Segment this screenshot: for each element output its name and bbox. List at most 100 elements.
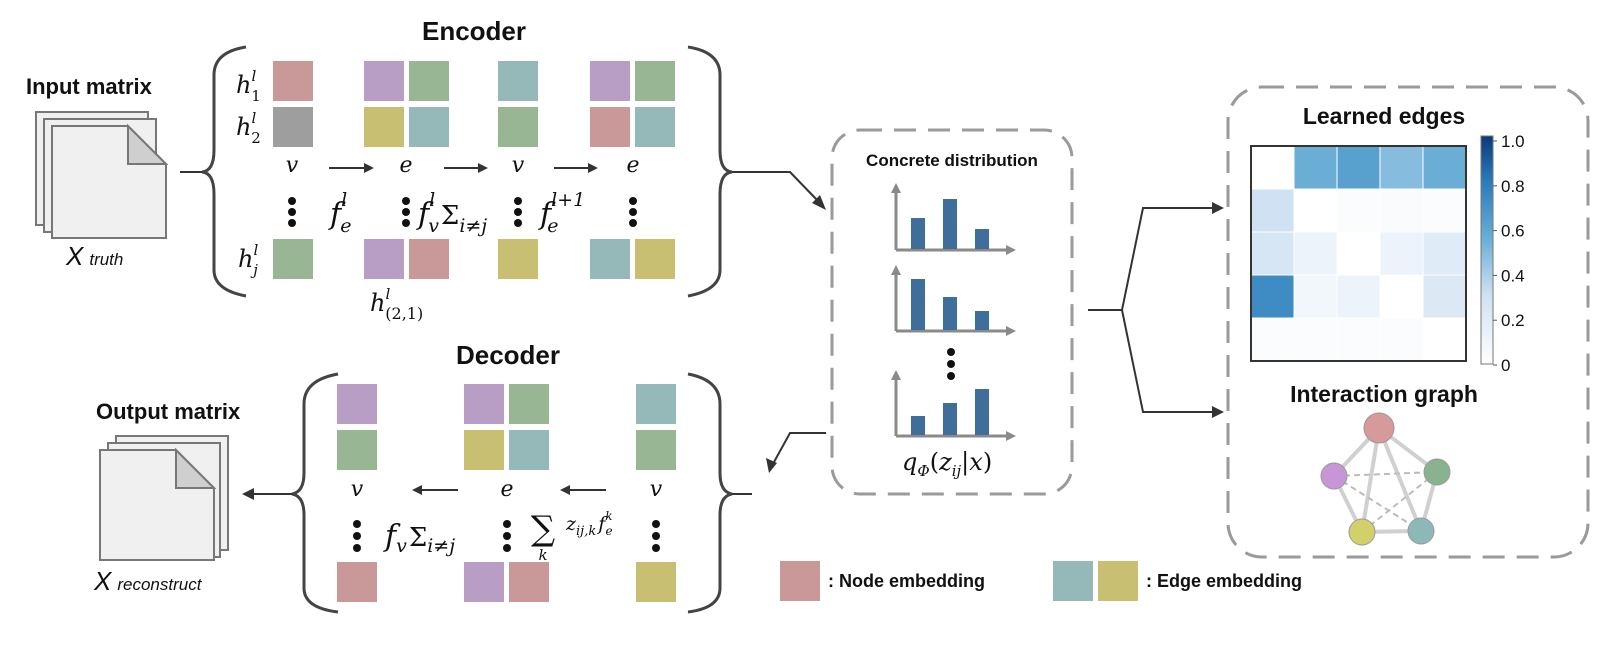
node-embedding bbox=[636, 430, 676, 470]
encoder-e-label: e bbox=[399, 153, 412, 178]
input-matrix-title: Input matrix bbox=[26, 74, 153, 99]
histogram bbox=[891, 265, 1016, 336]
heatmap-cell bbox=[1336, 145, 1381, 190]
heatmap bbox=[1250, 145, 1467, 362]
edge-embedding-right bbox=[409, 107, 449, 147]
edge-embedding-right bbox=[409, 61, 449, 101]
heatmap-cell bbox=[1293, 188, 1338, 233]
edge-embedding-right bbox=[509, 562, 549, 602]
encoder-v-label: v bbox=[512, 153, 525, 178]
heatmap-cell bbox=[1336, 231, 1381, 276]
edge-embedding-left bbox=[364, 239, 404, 279]
concrete-distribution-panel: Concrete distribution bbox=[830, 128, 1074, 496]
encoder-title: Encoder bbox=[422, 16, 526, 46]
node-embedding bbox=[636, 384, 676, 424]
heatmap-cell bbox=[1293, 231, 1338, 276]
decoder-to-output-arrow bbox=[242, 488, 292, 500]
heatmap-cell bbox=[1336, 274, 1381, 319]
edge-embedding-left bbox=[464, 562, 504, 602]
edge-embedding-left bbox=[464, 430, 504, 470]
decoder-flow-arrows bbox=[412, 485, 606, 495]
encoder-right-brace bbox=[687, 45, 733, 298]
edge-embedding-left bbox=[464, 384, 504, 424]
graph-node bbox=[1363, 412, 1395, 444]
heatmap-cell bbox=[1293, 145, 1338, 190]
heatmap-cell bbox=[1379, 145, 1424, 190]
legend-edge-swatch bbox=[1098, 561, 1138, 601]
decoder-ellipsis bbox=[353, 520, 660, 552]
concrete-formula: qΦ(zij|x) bbox=[902, 448, 992, 480]
learned-title: Learned edges bbox=[1303, 103, 1465, 129]
colorbar-tick-label: 0 bbox=[1501, 356, 1510, 375]
output-matrix-title: Output matrix bbox=[96, 399, 241, 424]
encoder-ellipsis bbox=[288, 197, 637, 227]
colorbar-tick-label: 1.0 bbox=[1501, 132, 1525, 151]
node-embedding bbox=[273, 239, 313, 279]
decoder-fv-formula: fvΣi≠j bbox=[383, 519, 455, 557]
encoder-left-brace bbox=[201, 45, 247, 298]
colorbar-ticks: 1.00.80.60.40.20 bbox=[1493, 132, 1525, 375]
graph-node bbox=[1320, 462, 1348, 490]
heatmap-cell bbox=[1250, 274, 1295, 319]
decoder-title: Decoder bbox=[456, 340, 560, 370]
heatmap-cell bbox=[1250, 145, 1295, 190]
edge-embedding-right bbox=[635, 239, 675, 279]
encoder-e-label: e bbox=[626, 153, 639, 178]
legend-edge-swatch bbox=[1053, 561, 1093, 601]
edge-embedding-left bbox=[364, 61, 404, 101]
node-embedding bbox=[337, 384, 377, 424]
interaction-title: Interaction graph bbox=[1290, 381, 1478, 407]
node-embedding bbox=[498, 239, 538, 279]
edge-embedding-right bbox=[635, 61, 675, 101]
heatmap-cell bbox=[1422, 231, 1467, 276]
encoder-flow-arrows bbox=[329, 163, 598, 173]
fork-connector bbox=[1088, 202, 1224, 418]
node-embedding bbox=[636, 562, 676, 602]
decoder-v-label: v bbox=[351, 477, 364, 502]
colorbar-tick-label: 0.2 bbox=[1501, 311, 1525, 330]
graph-node bbox=[1348, 518, 1376, 546]
colorbar-tick-label: 0.4 bbox=[1501, 266, 1525, 285]
colorbar-tick-label: 0.6 bbox=[1501, 222, 1525, 241]
legend: : Node embedding : Edge embedding bbox=[780, 561, 1302, 601]
heatmap-cell bbox=[1293, 317, 1338, 362]
interaction-graph bbox=[1320, 412, 1451, 546]
node-embedding bbox=[273, 61, 313, 101]
node-embedding bbox=[498, 61, 538, 101]
decoder-block: Decoder v e v fvΣi≠j bbox=[291, 340, 752, 614]
encoder-v-label: v bbox=[286, 153, 299, 178]
edge-embedding-left bbox=[590, 61, 630, 101]
heatmap-cell bbox=[1379, 231, 1424, 276]
decoder-sum-k: k bbox=[538, 546, 547, 564]
heatmap-cell bbox=[1422, 188, 1467, 233]
concrete-to-decoder-arrow bbox=[766, 432, 826, 473]
heatmap-cell bbox=[1250, 317, 1295, 362]
edge-embedding-right bbox=[509, 384, 549, 424]
heatmap-cell bbox=[1379, 317, 1424, 362]
histogram bbox=[891, 183, 1016, 255]
input-matrix-icon bbox=[35, 111, 169, 239]
graph-node bbox=[1423, 458, 1451, 486]
legend-node-swatch bbox=[780, 561, 820, 601]
encoder-to-concrete-arrow bbox=[732, 171, 826, 210]
heatmap-cell bbox=[1250, 188, 1295, 233]
node-embedding bbox=[337, 430, 377, 470]
legend-edge-label: : Edge embedding bbox=[1146, 571, 1302, 591]
heatmap-cell bbox=[1336, 317, 1381, 362]
decoder-sum-symbol: ∑ bbox=[531, 509, 555, 549]
concrete-ellipsis bbox=[947, 348, 955, 380]
heatmap-cell bbox=[1250, 231, 1295, 276]
node-embedding bbox=[337, 562, 377, 602]
decoder-v-label: v bbox=[650, 477, 663, 502]
histogram bbox=[891, 370, 1016, 441]
